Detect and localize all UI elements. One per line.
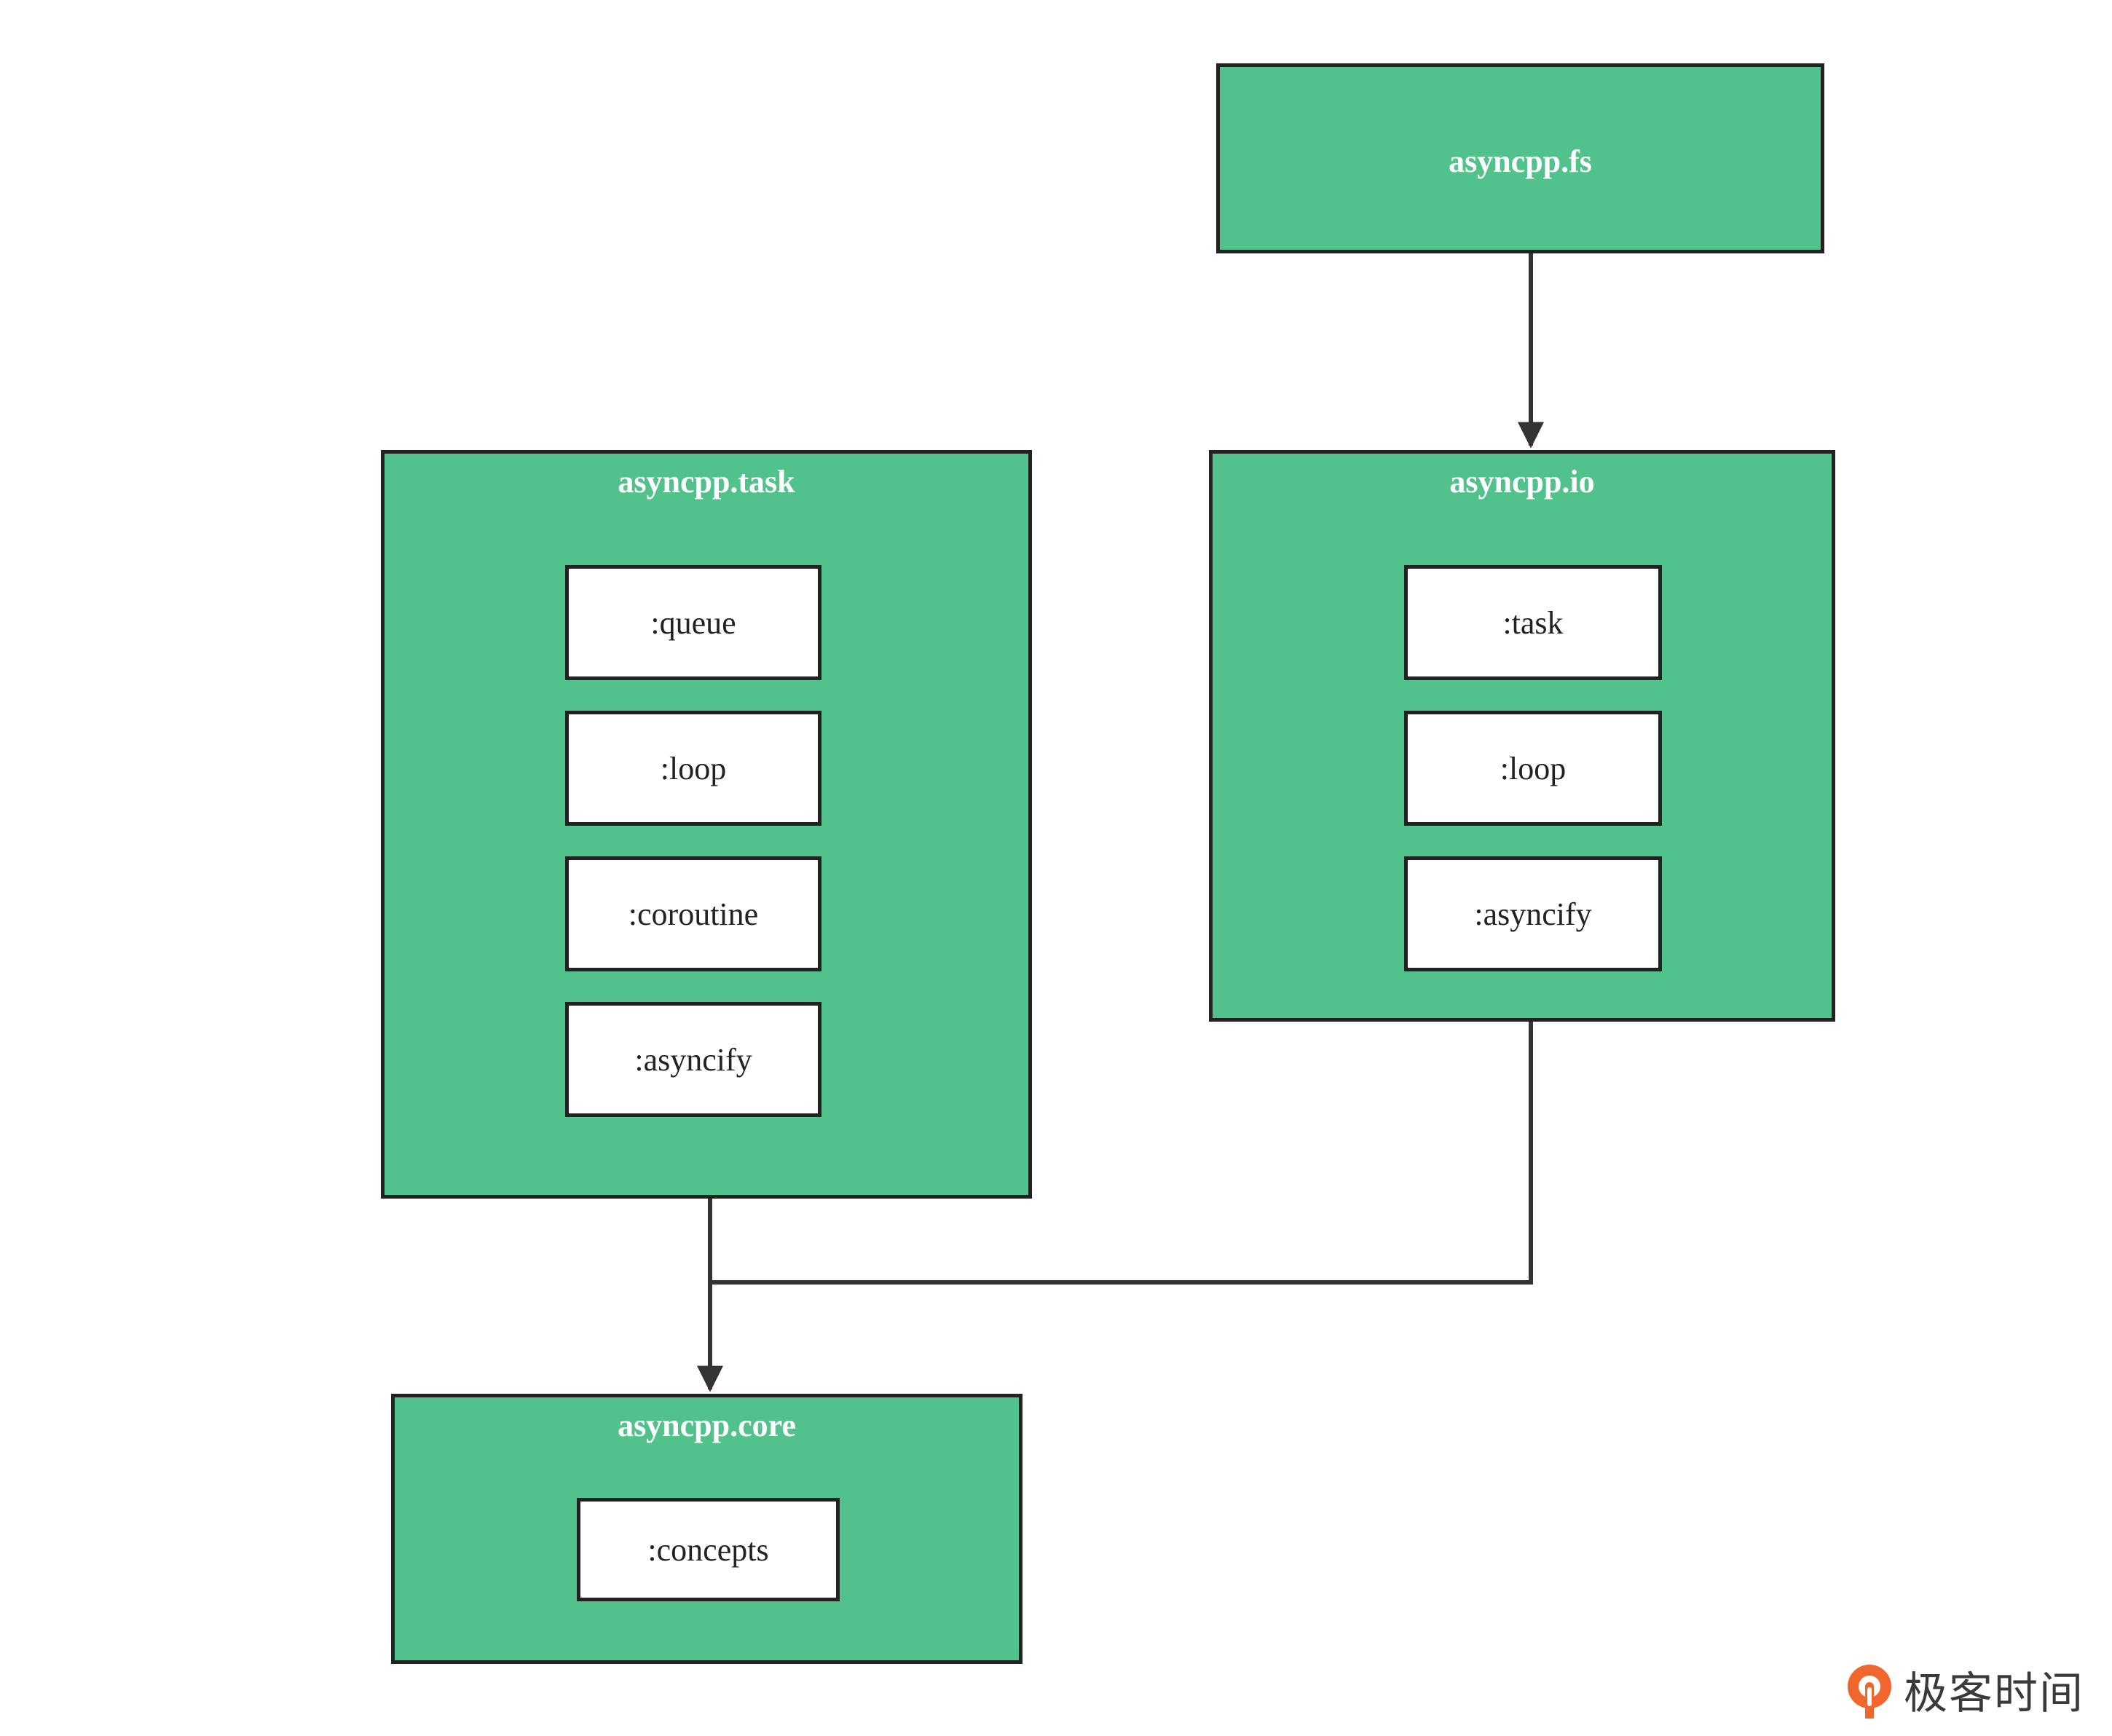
partition-queue: :queue xyxy=(565,565,821,680)
module-title-core: asyncpp.core xyxy=(618,1408,796,1443)
geektime-logo-icon xyxy=(1848,1665,1891,1719)
partition-loop: :loop xyxy=(1404,711,1662,826)
module-asyncpp-io: asyncpp.io :task :loop :asyncify xyxy=(1209,450,1835,1022)
partition-task: :task xyxy=(1404,565,1662,680)
module-asyncpp-task: asyncpp.task :queue :loop :coroutine :as… xyxy=(381,450,1032,1199)
module-asyncpp-core: asyncpp.core :concepts xyxy=(391,1394,1022,1664)
partition-coroutine: :coroutine xyxy=(565,856,821,971)
watermark-text: 极客时间 xyxy=(1904,1668,2084,1719)
partition-asyncify: :asyncify xyxy=(565,1002,821,1117)
edge-io-to-core xyxy=(710,1022,1533,1285)
module-title-io: asyncpp.io xyxy=(1449,464,1595,500)
module-title-fs: asyncpp.fs xyxy=(1449,143,1592,179)
watermark: 极客时间 xyxy=(1843,1660,2084,1719)
partition-concepts: :concepts xyxy=(577,1498,840,1601)
partition-loop: :loop xyxy=(565,711,821,826)
module-asyncpp-fs: asyncpp.fs xyxy=(1216,63,1824,253)
partition-asyncify: :asyncify xyxy=(1404,856,1662,971)
module-title-task: asyncpp.task xyxy=(618,464,795,500)
